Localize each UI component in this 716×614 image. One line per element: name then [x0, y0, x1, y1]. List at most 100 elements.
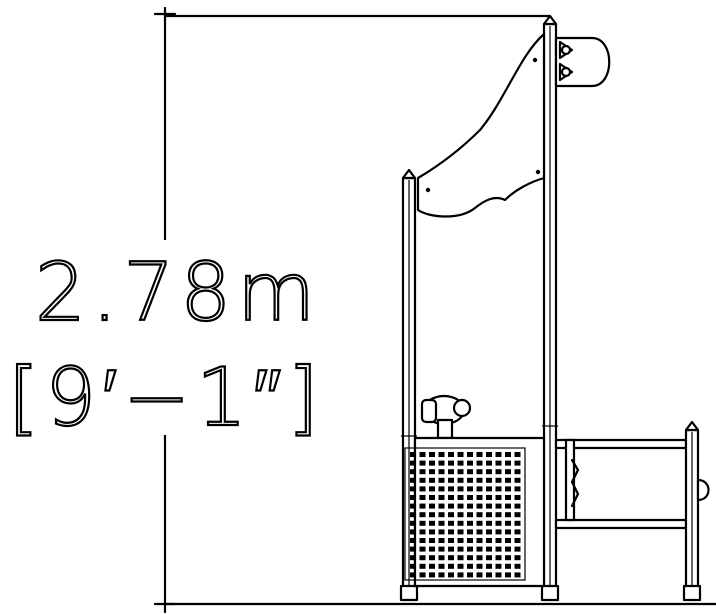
perforation-hole — [514, 529, 521, 535]
perforation-hole — [495, 538, 502, 543]
perforation-hole — [410, 486, 416, 492]
perforation-hole — [448, 546, 454, 552]
perforation-hole — [476, 529, 483, 535]
perforation-hole — [457, 546, 464, 552]
perforation-hole — [467, 495, 473, 500]
perforation-hole — [514, 477, 521, 483]
perforation-hole — [419, 529, 426, 535]
perforation-hole — [476, 503, 483, 509]
perforation-hole — [429, 512, 435, 518]
perforation-hole — [476, 512, 483, 518]
perforation-hole — [514, 452, 521, 457]
perforation-hole — [476, 546, 483, 552]
perforation-hole — [514, 495, 521, 500]
perforation-hole — [505, 452, 511, 457]
perforation-hole — [505, 503, 511, 509]
perforation-hole — [476, 555, 483, 561]
perforation-hole — [419, 563, 426, 569]
perforation-hole — [419, 503, 426, 509]
perforation-hole — [476, 538, 483, 543]
perforation-hole — [467, 503, 473, 509]
perforation-hole — [467, 538, 473, 543]
perforation-hole — [438, 512, 445, 518]
perforation-hole — [438, 529, 445, 535]
perforation-hole — [505, 460, 511, 466]
perforation-hole — [448, 486, 454, 492]
perforation-hole — [429, 572, 435, 578]
perforation-hole — [476, 469, 483, 475]
end-post — [682, 420, 710, 602]
perforation-hole — [438, 477, 445, 483]
canopy-bolt-icon — [425, 187, 431, 193]
perforation-hole — [486, 555, 492, 561]
perforation-hole — [514, 555, 521, 561]
short-post — [399, 168, 419, 602]
perforation-hole — [429, 452, 435, 457]
perforation-hole — [476, 495, 483, 500]
perforation-hole — [448, 538, 454, 543]
perforation-hole — [514, 460, 521, 466]
perforation-hole — [457, 555, 464, 561]
perforation-hole — [495, 495, 502, 500]
perforation-hole — [495, 512, 502, 518]
perforation-hole — [486, 529, 492, 535]
perforation-hole — [505, 520, 511, 526]
perforation-hole — [410, 477, 416, 483]
perforation-hole — [438, 538, 445, 543]
perforation-hole — [505, 486, 511, 492]
perforation-hole — [505, 477, 511, 483]
perforation-hole — [419, 495, 426, 500]
perforation-hole — [505, 572, 511, 578]
perforation-hole — [467, 512, 473, 518]
perforation-hole — [467, 572, 473, 578]
perforation-hole — [505, 538, 511, 543]
perforation-hole — [429, 538, 435, 543]
perforation-hole — [457, 563, 464, 569]
dimension-metric-label: 2.78m — [35, 246, 321, 339]
panel-perforations — [410, 452, 521, 578]
perforation-hole — [495, 486, 502, 492]
perforation-hole — [457, 495, 464, 500]
perforation-hole — [448, 563, 454, 569]
perforation-hole — [448, 495, 454, 500]
perforation-hole — [505, 555, 511, 561]
perforation-hole — [505, 563, 511, 569]
perforation-hole — [505, 546, 511, 552]
perforation-hole — [476, 572, 483, 578]
perforation-hole — [467, 460, 473, 466]
dimension-imperial-label: [9′−1″] — [8, 351, 325, 444]
perforation-hole — [410, 460, 416, 466]
perforation-hole — [495, 503, 502, 509]
top-sign-panel — [554, 36, 611, 88]
perforation-hole — [486, 486, 492, 492]
perforation-hole — [429, 469, 435, 475]
perforation-hole — [457, 469, 464, 475]
perforation-hole — [514, 512, 521, 518]
perforation-hole — [486, 460, 492, 466]
perforation-hole — [486, 452, 492, 457]
perforation-hole — [448, 460, 454, 466]
perforation-hole — [429, 486, 435, 492]
perforation-hole — [457, 538, 464, 543]
perforation-hole — [457, 529, 464, 535]
perforation-hole — [410, 512, 416, 518]
perforation-hole — [476, 452, 483, 457]
roof-canopy — [416, 32, 546, 218]
perforation-hole — [514, 503, 521, 509]
perforation-hole — [495, 563, 502, 569]
perforation-hole — [448, 572, 454, 578]
perforation-hole — [495, 469, 502, 475]
perforation-hole — [419, 555, 426, 561]
perforation-hole — [429, 529, 435, 535]
steering-wheel-icon — [420, 394, 472, 440]
tall-post — [540, 14, 560, 602]
perforation-hole — [429, 563, 435, 569]
perforation-hole — [457, 512, 464, 518]
perforation-hole — [486, 563, 492, 569]
perforation-hole — [476, 460, 483, 466]
perforation-hole — [410, 495, 416, 500]
perforation-hole — [438, 555, 445, 561]
perforation-hole — [410, 555, 416, 561]
perforation-hole — [486, 469, 492, 475]
